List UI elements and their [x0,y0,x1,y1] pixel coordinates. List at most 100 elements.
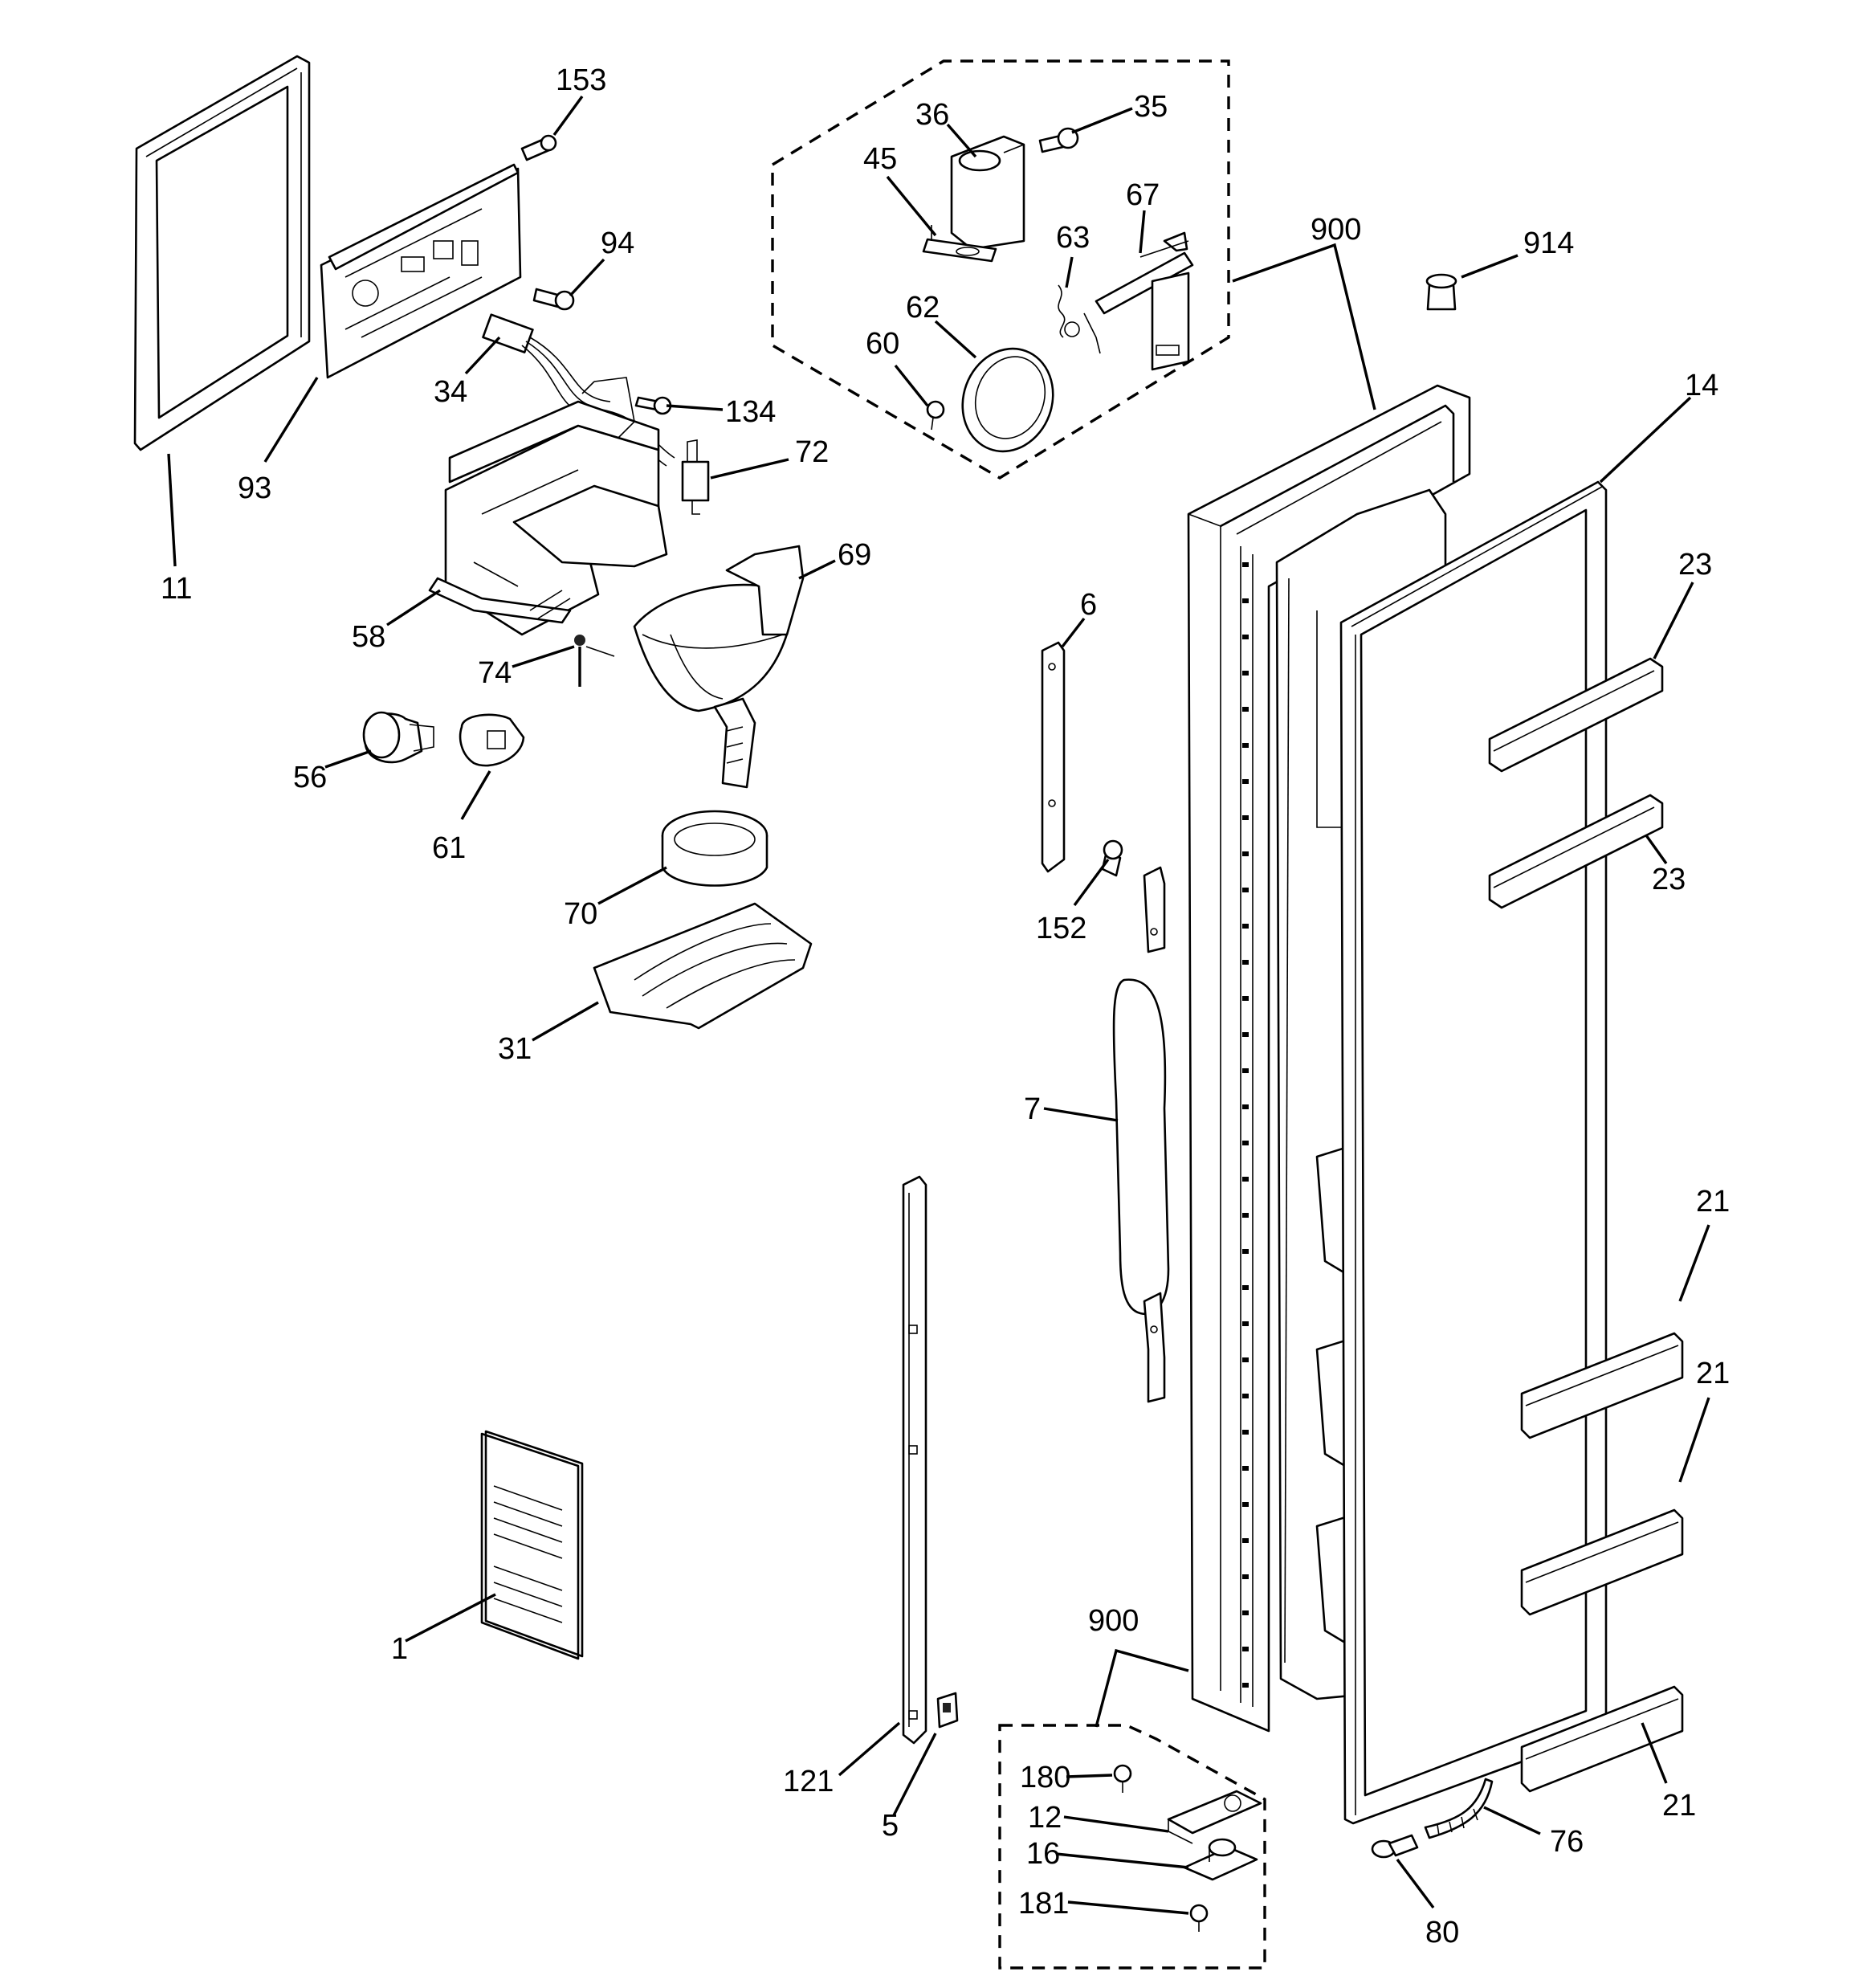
callout-36: 36 [915,98,949,132]
door-tick [1242,598,1249,603]
part-58-dispenser-housing [428,377,668,636]
part-60-screw [926,400,945,431]
part-153-screw [520,134,557,161]
part-21-bin-c [1520,1685,1684,1793]
part-914-cap [1425,273,1457,311]
callout-45: 45 [863,142,897,176]
callout-56: 56 [293,761,327,794]
part-134-screw [634,396,672,415]
door-tick [1242,671,1249,676]
part-121-trim-strip [902,1175,927,1745]
callout-31: 31 [498,1032,532,1066]
callout-180: 180 [1020,1761,1070,1794]
part-6-trim [1041,641,1066,873]
callout-914: 914 [1523,227,1574,260]
callout-181: 181 [1018,1887,1069,1921]
door-tick [1242,1213,1249,1218]
callout-134: 134 [725,395,776,429]
door-tick [1242,1285,1249,1290]
door-tick [1242,851,1249,856]
door-tick [1242,1032,1249,1037]
door-tick [1242,924,1249,929]
door-tick [1242,1141,1249,1145]
part-69-ice-chute [633,545,805,789]
callout-21-a: 21 [1696,1185,1730,1219]
callout-23-upper: 23 [1678,548,1712,582]
part-12-hinge [1167,1790,1262,1844]
door-tick [1242,996,1249,1001]
callout-74: 74 [478,656,512,690]
callout-6: 6 [1080,588,1097,622]
door-tick [1242,707,1249,712]
part-76-hose [1424,1778,1494,1839]
group-outline-hinge [998,1724,1266,1970]
part-11-dispenser-frame [133,55,311,451]
door-tick [1242,1177,1249,1182]
callout-900-top: 900 [1311,213,1361,247]
callout-76: 76 [1550,1825,1584,1859]
part-23-bin-upper [1488,657,1664,773]
callout-1: 1 [391,1632,408,1666]
callout-5: 5 [882,1809,899,1843]
door-tick [1242,635,1249,639]
callout-121: 121 [783,1765,834,1798]
part-181-screw [1189,1904,1209,1932]
part-56-motor [362,711,434,764]
door-tick [1242,1430,1249,1435]
part-80-fitting [1371,1834,1419,1859]
part-62-flapper [961,347,1054,453]
door-tick [1242,1466,1249,1471]
door-tick [1242,779,1249,784]
door-tick [1242,1357,1249,1362]
callout-labels: 153 35 36 45 67 63 62 60 94 34 134 93 11… [161,63,1730,1949]
callout-21-c: 21 [1662,1789,1696,1823]
door-tick [1242,562,1249,567]
door-tick [1242,960,1249,965]
part-63-spring [1058,284,1101,354]
part-70-ring [661,810,768,887]
callout-94: 94 [601,227,634,260]
part-45-bracket [922,225,997,263]
callout-61: 61 [432,831,466,865]
callout-23-lower: 23 [1652,863,1686,896]
part-36-solenoid [950,135,1025,251]
callout-58: 58 [352,620,385,654]
callout-60: 60 [866,327,899,361]
part-23-bin-lower [1488,794,1664,909]
callout-34: 34 [434,375,467,409]
callout-7: 7 [1024,1092,1041,1126]
part-94-screw [532,288,575,311]
callout-63: 63 [1056,221,1090,255]
door-tick [1242,1574,1249,1579]
door-tick [1242,1647,1249,1651]
door-tick [1242,1249,1249,1254]
callout-62: 62 [906,291,940,325]
part-21-bin-b [1520,1508,1684,1616]
door-tick [1242,1502,1249,1507]
door-tick [1242,1610,1249,1615]
callout-12: 12 [1028,1801,1062,1835]
part-1-manual [480,1430,584,1660]
part-61-cam [459,713,525,767]
door-tick [1242,1538,1249,1543]
callout-69: 69 [838,538,871,572]
group-outline-actuator [771,59,1230,480]
callout-72: 72 [795,435,829,469]
part-31-drip-tray [593,902,813,1030]
door-hinge-ticks [1242,562,1249,1688]
callout-70: 70 [564,897,597,931]
callout-35: 35 [1134,90,1168,124]
part-21-bin-a [1520,1332,1684,1439]
door-tick [1242,1104,1249,1109]
part-74-pin [574,635,615,687]
part-152-screw [1101,839,1123,877]
door-tick [1242,1394,1249,1398]
callout-14: 14 [1685,369,1718,402]
callout-16: 16 [1026,1837,1060,1871]
door-tick [1242,1321,1249,1326]
part-7-handle [1112,866,1170,1403]
door-tick [1242,1068,1249,1073]
door-tick [1242,743,1249,748]
callout-11: 11 [161,572,192,606]
